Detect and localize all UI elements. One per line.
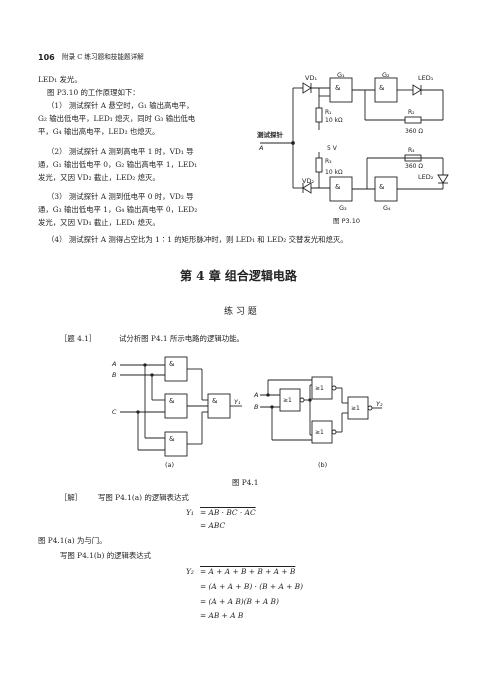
subfig-a-label: (a): [165, 461, 174, 469]
text-line: 图 P3.10 的工作原理如下：: [47, 88, 140, 97]
text-line: （3） 测试探针 A 测到低电平 0 时，VD₂ 导: [47, 192, 194, 201]
and-symbol: &: [169, 360, 175, 368]
r4-value: 360 Ω: [405, 163, 423, 170]
and-symbol: &: [335, 183, 341, 191]
or-symbol: ≥1: [315, 385, 324, 392]
text-line: （1） 测试探针 A 悬空时，G₁ 输出高电平，: [47, 101, 194, 110]
section-title: 练 习 题: [224, 307, 257, 317]
probe-node-label: A: [258, 144, 263, 152]
y2-lhs: Y₂: [186, 567, 194, 576]
g1-label: G₁: [337, 71, 345, 79]
input-a-label: A: [253, 391, 258, 399]
text-line: （4） 测试探针 A 测得占空比为 1∶1 的矩形脉冲时，则 LED₁ 和 LE…: [47, 235, 348, 244]
chapter-title: 第 4 章 组合逻辑电路: [180, 269, 297, 283]
or-symbol: ≥1: [351, 405, 360, 412]
figure-caption: 图 P3.10: [333, 217, 360, 225]
figure-p3-10-circuit: VD₁ G₁ & G₂ & LED₁ R₁ 10 kΩ R₂ 360 Ω 测试探…: [257, 71, 449, 225]
r4-label: R₄: [408, 147, 415, 154]
solution-intro: 写图 P4.1(a) 的逻辑表达式: [98, 493, 189, 502]
vd2-label: VD₂: [302, 177, 314, 185]
probe-label: 测试探针: [257, 130, 284, 139]
input-a-label: A: [111, 360, 116, 368]
and-symbol: &: [379, 84, 385, 92]
text-line: 通，G₁ 输出低电平 0，G₂ 输出高电平 1，LED₁: [38, 160, 198, 169]
and-symbol: &: [169, 435, 175, 443]
g2-label: G₂: [382, 71, 390, 79]
running-title: 附录 C 练习题和技能题详解: [62, 53, 144, 61]
solution-tag: ［解］: [60, 493, 83, 502]
text-line: 发光，又因 VD₂ 截止，LED₂ 熄灭。: [38, 173, 160, 182]
text-line: 发光，又因 VD₁ 截止，LED₁ 熄灭。: [38, 218, 160, 227]
problem-tag: ［题 4.1］: [60, 334, 97, 343]
text-line: （2） 测试探针 A 测到高电平 1 时，VD₁ 导: [47, 147, 194, 156]
r3-label: R₃: [325, 158, 332, 165]
vcc-label: 5 V: [327, 145, 338, 152]
y2-expression: = A + A + B + B + A + B: [200, 567, 296, 576]
output-y1-label: Y₁: [234, 398, 241, 406]
input-c-label: C: [112, 408, 117, 416]
input-b-label: B: [112, 371, 117, 379]
r2-value: 360 Ω: [405, 128, 423, 135]
y2-result: = AB + A B: [200, 611, 244, 620]
or-symbol: ≥1: [315, 429, 324, 436]
text-line: 通，G₃ 输出低电平 1，G₄ 输出高电平 0，LED₂: [38, 205, 198, 214]
g3-label: G₃: [339, 204, 347, 212]
r1-label: R₁: [325, 109, 332, 116]
text-line: 平，G₄ 输出高电平，LED₂ 也熄灭。: [38, 127, 160, 136]
g4-label: G₄: [383, 204, 391, 212]
text-line: LED₁ 发光。: [38, 75, 82, 84]
y1-result: = ABC: [200, 521, 226, 530]
solution-intro-b: 写图 P4.1(b) 的逻辑表达式: [60, 551, 152, 560]
led2-label: LED₂: [418, 173, 434, 181]
solution-conclusion: 图 P4.1(a) 为与门。: [38, 536, 107, 545]
y2-step-2: = (A + A + B) · (B + A + B): [200, 582, 303, 591]
output-y2-label: Y₂: [376, 400, 383, 408]
r1-value: 10 kΩ: [325, 117, 343, 124]
problem-text: 试分析图 P4.1 所示电路的逻辑功能。: [119, 334, 244, 343]
y2-step-3: = (A + A B)(B + A B): [200, 597, 279, 606]
led1-label: LED₁: [418, 74, 434, 82]
and-symbol: &: [212, 397, 218, 405]
vd1-label: VD₁: [305, 74, 317, 82]
text-line: G₂ 输出低电平，LED₁ 熄灭，同时 G₃ 输出低电: [38, 114, 196, 123]
r3-value: 10 kΩ: [325, 169, 343, 176]
y1-lhs: Y₁: [186, 508, 194, 517]
figure-caption: 图 P4.1: [232, 478, 259, 487]
figure-p4-1a-circuit: A B C & & & & Y₁ (a): [111, 356, 242, 469]
page-number: 106: [38, 53, 55, 62]
subfig-b-label: (b): [318, 461, 327, 469]
r2-label: R₂: [408, 109, 415, 116]
figure-p4-1b-circuit: A B ≥1 ≥1 ≥1 ≥1 Y₂ (b): [253, 376, 383, 469]
and-symbol: &: [335, 84, 341, 92]
or-symbol: ≥1: [283, 397, 292, 404]
and-symbol: &: [169, 397, 175, 405]
and-symbol: &: [379, 183, 385, 191]
input-b-label: B: [254, 403, 259, 411]
y1-expression: = AB · BC · AC: [200, 508, 256, 517]
